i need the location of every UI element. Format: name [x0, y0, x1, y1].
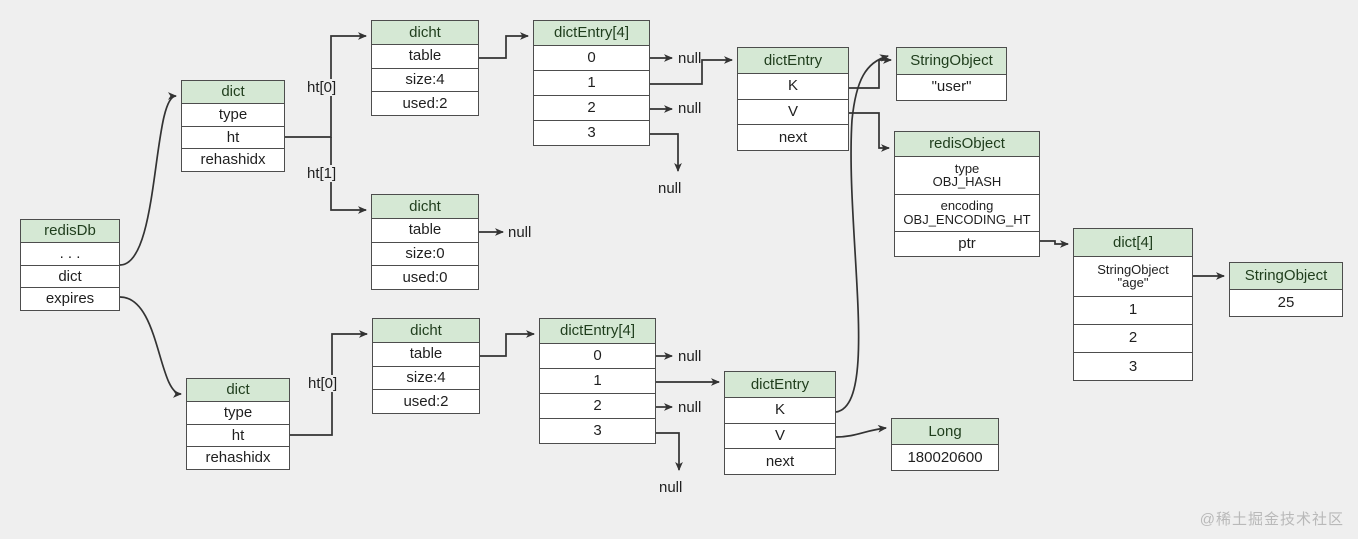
dict-box-top-row-2: ht — [182, 125, 284, 149]
dictht-box-ht0-bottom-header: dicht — [373, 319, 479, 342]
null-label-null-top-0: null — [678, 50, 702, 67]
dictentry-array-top-row-4: 3 — [534, 120, 649, 145]
null-label-null-bot-3: null — [659, 479, 683, 496]
dictht-box-ht1-top-header: dicht — [372, 195, 478, 218]
dictentry-box-top-row-2: V — [738, 98, 848, 125]
watermark: @稀土掘金技术社区 — [1199, 511, 1344, 528]
dictht-box-ht0-top-row-3: used:2 — [372, 91, 478, 115]
wire-redisdb-expires-to-dict-bottom — [119, 296, 182, 398]
edge-label-ht1-top: ht[1] — [305, 165, 339, 182]
stringobject-box-user-header: StringObject — [897, 48, 1006, 74]
dictentry-box-bottom-row-2: V — [725, 422, 835, 449]
dict4-array-box-row-1: StringObject "age" — [1074, 256, 1192, 296]
dictht-box-ht0-top-row-2: size:4 — [372, 67, 478, 92]
redisobject-box-row-2: encoding OBJ_ENCODING_HT — [895, 193, 1039, 231]
stringobject-box-user: StringObject"user" — [896, 47, 1007, 101]
null-label-null-mid-table: null — [508, 224, 532, 241]
edge-label-ht0-bottom: ht[0] — [306, 375, 340, 392]
redisobject-box-row-3: ptr — [895, 230, 1039, 256]
wire-dictht-bottom0-table — [480, 330, 535, 357]
stringobject-box-age-value-header: StringObject — [1230, 263, 1342, 289]
dictentry-box-top-header: dictEntry — [738, 48, 848, 73]
redisdb-box-row-1: . . . — [21, 241, 119, 265]
wire-entry-bottom-V — [835, 424, 887, 438]
dict-box-bottom-row-1: type — [187, 400, 289, 424]
dictht-box-ht1-top-row-2: size:0 — [372, 241, 478, 266]
dictht-box-ht1-top-row-3: used:0 — [372, 265, 478, 289]
wire-dictht-top0-table — [479, 32, 529, 59]
dictentry-array-top-row-1: 0 — [534, 45, 649, 70]
dictht-box-ht0-top-row-1: table — [372, 43, 478, 68]
dictht-box-ht0-bottom-row-3: used:2 — [373, 389, 479, 413]
dict-box-bottom-row-2: ht — [187, 423, 289, 447]
wire-entry-top-V — [849, 112, 890, 152]
stringobject-box-age-value-row-1: 25 — [1230, 289, 1342, 316]
null-label-null-top-2: null — [678, 100, 702, 117]
redisdb-box-header: redisDb — [21, 220, 119, 242]
wire-redisobject-ptr — [1040, 240, 1069, 248]
dictentry-array-bottom-row-2: 1 — [540, 368, 655, 393]
edge-label-ht0-top: ht[0] — [305, 79, 339, 96]
null-label-null-bot-0: null — [678, 348, 702, 365]
dictht-box-ht0-top-header: dicht — [372, 21, 478, 44]
dict-box-bottom-row-3: rehashidx — [187, 446, 289, 469]
dictht-box-ht0-bottom-row-1: table — [373, 341, 479, 366]
null-label-null-bot-2: null — [678, 399, 702, 416]
dictentry-array-top-row-2: 1 — [534, 70, 649, 95]
dict-box-top-row-3: rehashidx — [182, 148, 284, 171]
dictentry-array-bottom-row-4: 3 — [540, 418, 655, 443]
stringobject-box-user-row-1: "user" — [897, 73, 1006, 100]
dictentry-box-top-row-3: next — [738, 124, 848, 150]
dictentry-box-top-row-1: K — [738, 72, 848, 99]
dictentry-array-bottom-header: dictEntry[4] — [540, 319, 655, 343]
dict4-array-box-row-3: 2 — [1074, 323, 1192, 352]
dictht-box-ht1-top-row-1: table — [372, 217, 478, 242]
dictentry-array-top-row-3: 2 — [534, 95, 649, 120]
long-box-row-1: 180020600 — [892, 444, 998, 470]
dictht-box-ht0-bottom-row-2: size:4 — [373, 365, 479, 390]
null-label-null-top-3: null — [658, 180, 682, 197]
dict4-array-box-row-2: 1 — [1074, 295, 1192, 324]
dictentry-array-bottom-row-3: 2 — [540, 393, 655, 418]
wire-array-top-3-null — [650, 133, 682, 172]
redisdb-box-row-3: expires — [21, 287, 119, 310]
dict4-array-box-row-4: 3 — [1074, 351, 1192, 380]
dict-box-top-row-1: type — [182, 102, 284, 126]
wire-entry-top-K — [849, 56, 892, 89]
dictentry-array-bottom-row-1: 0 — [540, 343, 655, 368]
long-box-header: Long — [892, 419, 998, 444]
redisobject-box-header: redisObject — [895, 132, 1039, 157]
dictentry-array-top-header: dictEntry[4] — [534, 21, 649, 45]
dict-box-top-header: dict — [182, 81, 284, 103]
redisobject-box-row-1: type OBJ_HASH — [895, 156, 1039, 194]
redisdb-box-row-2: dict — [21, 264, 119, 288]
wire-array-bot-3-null — [656, 432, 683, 471]
dictentry-box-bottom-row-3: next — [725, 448, 835, 474]
dict-box-bottom-header: dict — [187, 379, 289, 401]
dictentry-box-bottom-row-1: K — [725, 396, 835, 423]
dict4-array-box-header: dict[4] — [1074, 229, 1192, 257]
dictentry-box-bottom-header: dictEntry — [725, 372, 835, 397]
wire-redisdb-dict-to-dict-top — [119, 92, 177, 266]
